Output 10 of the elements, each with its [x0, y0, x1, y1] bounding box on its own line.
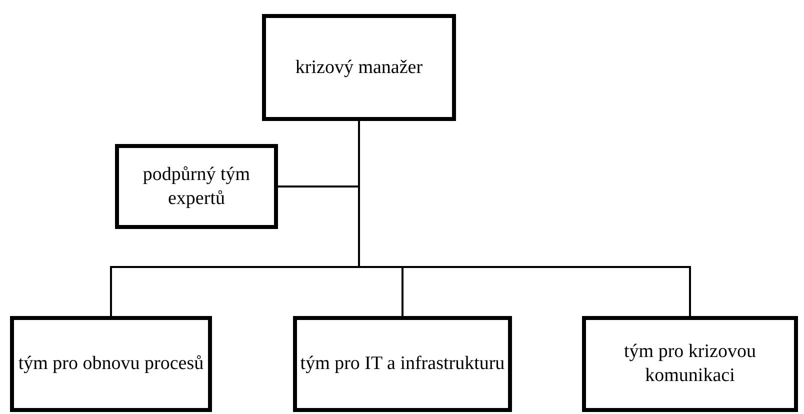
team-box: [293, 316, 512, 412]
box-label: tým pro obnovu procesů: [18, 352, 204, 376]
box-label: tým pro IT a infrastrukturu: [300, 352, 505, 376]
box-label: podpůrný tým expertů: [142, 162, 252, 210]
team-box: [582, 316, 798, 412]
team-box: [10, 316, 212, 412]
box-label: krizový manažer: [295, 56, 423, 80]
manager-box: [262, 14, 456, 121]
box-label: tým pro krizovou komunikaci: [623, 340, 757, 388]
team-box: [115, 144, 278, 229]
